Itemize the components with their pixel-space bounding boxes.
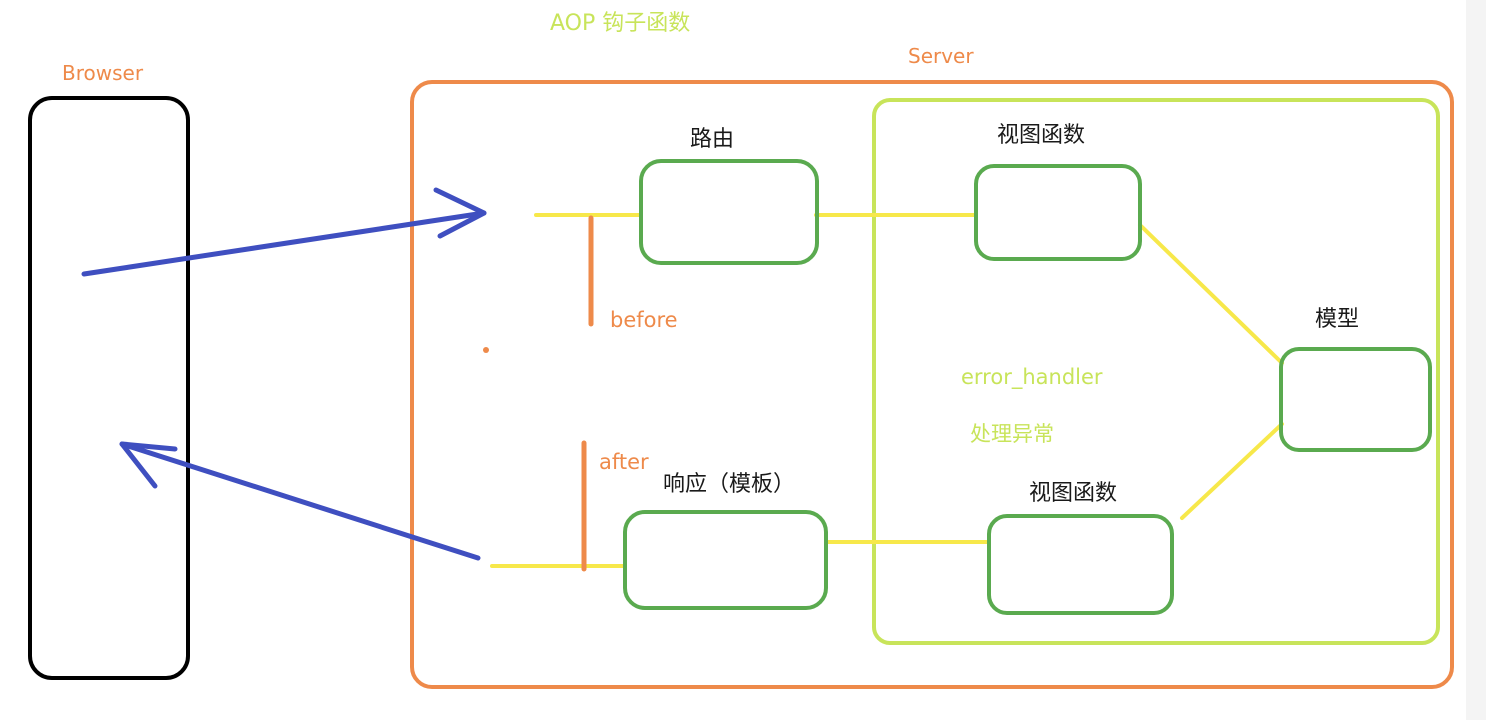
error-handler-label: error_handler	[961, 365, 1103, 389]
server-box	[410, 80, 1454, 689]
orange-dot	[483, 347, 489, 353]
browser-label: Browser	[62, 61, 144, 85]
connector-view-top-to-model	[1138, 223, 1284, 365]
response-arrowhead	[119, 441, 178, 489]
aop-hooks-title: AOP 钩子函数	[550, 11, 691, 36]
routing-label: 路由	[690, 127, 735, 152]
browser-box	[28, 96, 190, 680]
routing-node	[639, 159, 819, 265]
connectors	[490, 213, 1284, 568]
server-label: Server	[908, 44, 974, 68]
model-label: 模型	[1315, 307, 1360, 332]
response-arrow	[119, 441, 481, 561]
after-label: after	[599, 450, 649, 474]
model-node	[1279, 347, 1432, 452]
response-template-node	[623, 510, 828, 610]
request-arrow	[81, 187, 487, 277]
error-handler-region	[872, 98, 1440, 645]
view-function-bottom-node	[987, 514, 1174, 615]
connector-model-to-view-bottom	[1180, 422, 1284, 520]
request-arrowhead	[433, 187, 487, 239]
view-function-top-label: 视图函数	[997, 123, 1086, 148]
response-template-label: 响应（模板）	[663, 472, 796, 497]
before-label: before	[610, 308, 678, 332]
scrollbar-track[interactable]	[1466, 0, 1486, 720]
view-function-bottom-label: 视图函数	[1029, 481, 1118, 506]
view-function-top-node	[974, 164, 1142, 261]
handle-exception-label: 处理异常	[970, 422, 1054, 446]
